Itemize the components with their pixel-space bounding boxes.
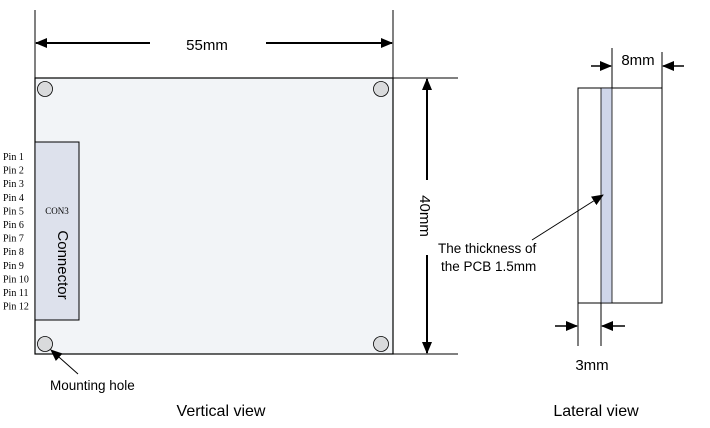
- pin-label: Pin 11: [3, 288, 28, 299]
- height-label: 40mm: [416, 195, 433, 237]
- pin-label: Pin 7: [3, 234, 24, 245]
- mounting-hole-leader: [50, 349, 79, 375]
- lateral-view-caption: Lateral view: [553, 403, 639, 420]
- width-label: 55mm: [186, 37, 228, 54]
- pin-label: Pin 5: [3, 206, 24, 217]
- vertical-view-caption: Vertical view: [177, 403, 266, 420]
- vertical-view: 55mm 40mm CON3 Connector Pin 1 Pin 2 Pin 3…: [3, 10, 458, 420]
- side-body: [577, 87, 663, 304]
- connector-ref: CON3: [45, 206, 69, 216]
- pin-label: Pin 8: [3, 247, 24, 258]
- side-width-label: 8mm: [621, 52, 654, 69]
- pin-label: Pin 4: [3, 193, 24, 204]
- connector-block: [34, 141, 80, 321]
- pcb-thickness-leader: [531, 194, 604, 241]
- pin-label: Pin 10: [3, 274, 29, 285]
- mounting-hole-label: Mounting hole: [50, 378, 135, 393]
- pcb-thickness-note-line1: The thickness of: [438, 241, 537, 256]
- mounting-hole-top-left: [37, 81, 53, 97]
- pin-label: Pin 9: [3, 261, 24, 272]
- mounting-hole-top-right: [373, 81, 389, 97]
- pin-label: Pin 12: [3, 302, 29, 313]
- pin-labels: Pin 1 Pin 2 Pin 3 Pin 4 Pin 5 Pin 6 Pin 7 Pin 8…: [3, 152, 29, 313]
- pin-label: Pin 6: [3, 220, 24, 231]
- lateral-view: 8mm 3mm The thickness of the PCB 1.5mm L…: [438, 48, 684, 420]
- mounting-hole-bottom-left: [37, 336, 53, 352]
- pin-label: Pin 2: [3, 166, 24, 177]
- pin-label: Pin 3: [3, 179, 24, 190]
- connector-label: Connector: [54, 230, 71, 299]
- offset-label: 3mm: [575, 357, 608, 374]
- board-outline: [34, 77, 394, 355]
- mounting-hole-bottom-right: [373, 336, 389, 352]
- pin-label: Pin 1: [3, 152, 24, 163]
- pcb-thickness-note-line2: the PCB 1.5mm: [441, 259, 536, 274]
